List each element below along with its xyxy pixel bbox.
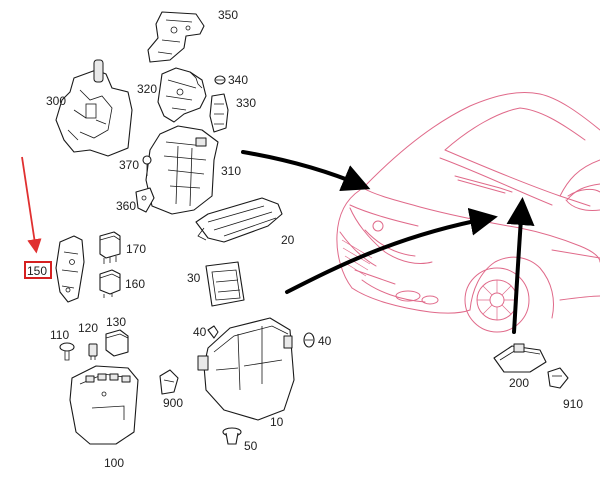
label-320: 320 <box>137 82 157 96</box>
label-370: 370 <box>119 158 139 172</box>
label-330: 330 <box>236 96 256 110</box>
part-300-relay-carrier <box>55 59 133 157</box>
label-50: 50 <box>244 439 258 453</box>
part-20-tray <box>195 197 283 243</box>
part-170-relay <box>99 231 121 264</box>
part-labels: 350 340 320 330 300 370 310 360 20 170 1… <box>27 8 583 470</box>
part-100-fuse-box <box>69 365 139 445</box>
label-310: 310 <box>221 164 241 178</box>
label-350: 350 <box>218 8 238 22</box>
label-910: 910 <box>563 397 583 411</box>
label-340: 340 <box>228 73 248 87</box>
part-150-bracket <box>55 235 85 303</box>
label-40-left: 40 <box>193 325 207 339</box>
part-350-bracket <box>147 11 205 63</box>
label-300: 300 <box>46 94 66 108</box>
label-170: 170 <box>126 242 146 256</box>
part-30-frame <box>205 261 245 307</box>
label-150: 150 <box>27 264 47 278</box>
part-110-bolt <box>59 342 75 361</box>
label-10: 10 <box>270 415 284 429</box>
part-50-grommet <box>222 427 242 445</box>
label-900: 900 <box>163 396 183 410</box>
part-120-fuse <box>88 343 98 360</box>
part-330-retainer <box>209 93 229 133</box>
leader-arrow-to-engine-bay <box>241 150 371 192</box>
label-360: 360 <box>116 199 136 213</box>
label-200: 200 <box>509 376 529 390</box>
part-160-relay <box>99 269 121 298</box>
label-100: 100 <box>104 456 124 470</box>
label-120: 120 <box>78 321 98 335</box>
part-340-clip <box>214 75 226 85</box>
part-10-lower-box <box>197 317 295 421</box>
label-30: 30 <box>187 271 201 285</box>
label-40-right: 40 <box>318 334 332 348</box>
part-320-bracket <box>157 67 207 123</box>
label-110: 110 <box>50 328 69 342</box>
part-910-connector <box>547 367 569 389</box>
part-360-bracket <box>135 187 155 213</box>
part-310-housing <box>145 125 219 215</box>
part-900-cover <box>159 369 179 395</box>
highlight-box-150 <box>24 261 52 279</box>
label-20: 20 <box>281 233 295 247</box>
part-40-clip-left <box>207 325 219 339</box>
part-370-screw <box>142 155 152 176</box>
part-130-relay <box>105 329 129 357</box>
pointer-arrow <box>21 156 42 254</box>
label-130: 130 <box>106 315 126 329</box>
label-160: 160 <box>125 277 145 291</box>
car-outline <box>336 92 600 333</box>
part-40-clip-right <box>303 332 315 348</box>
part-200-sensor <box>493 343 547 373</box>
leader-arrow-from-sensor <box>506 197 535 334</box>
leader-arrow-to-fender <box>285 207 498 294</box>
